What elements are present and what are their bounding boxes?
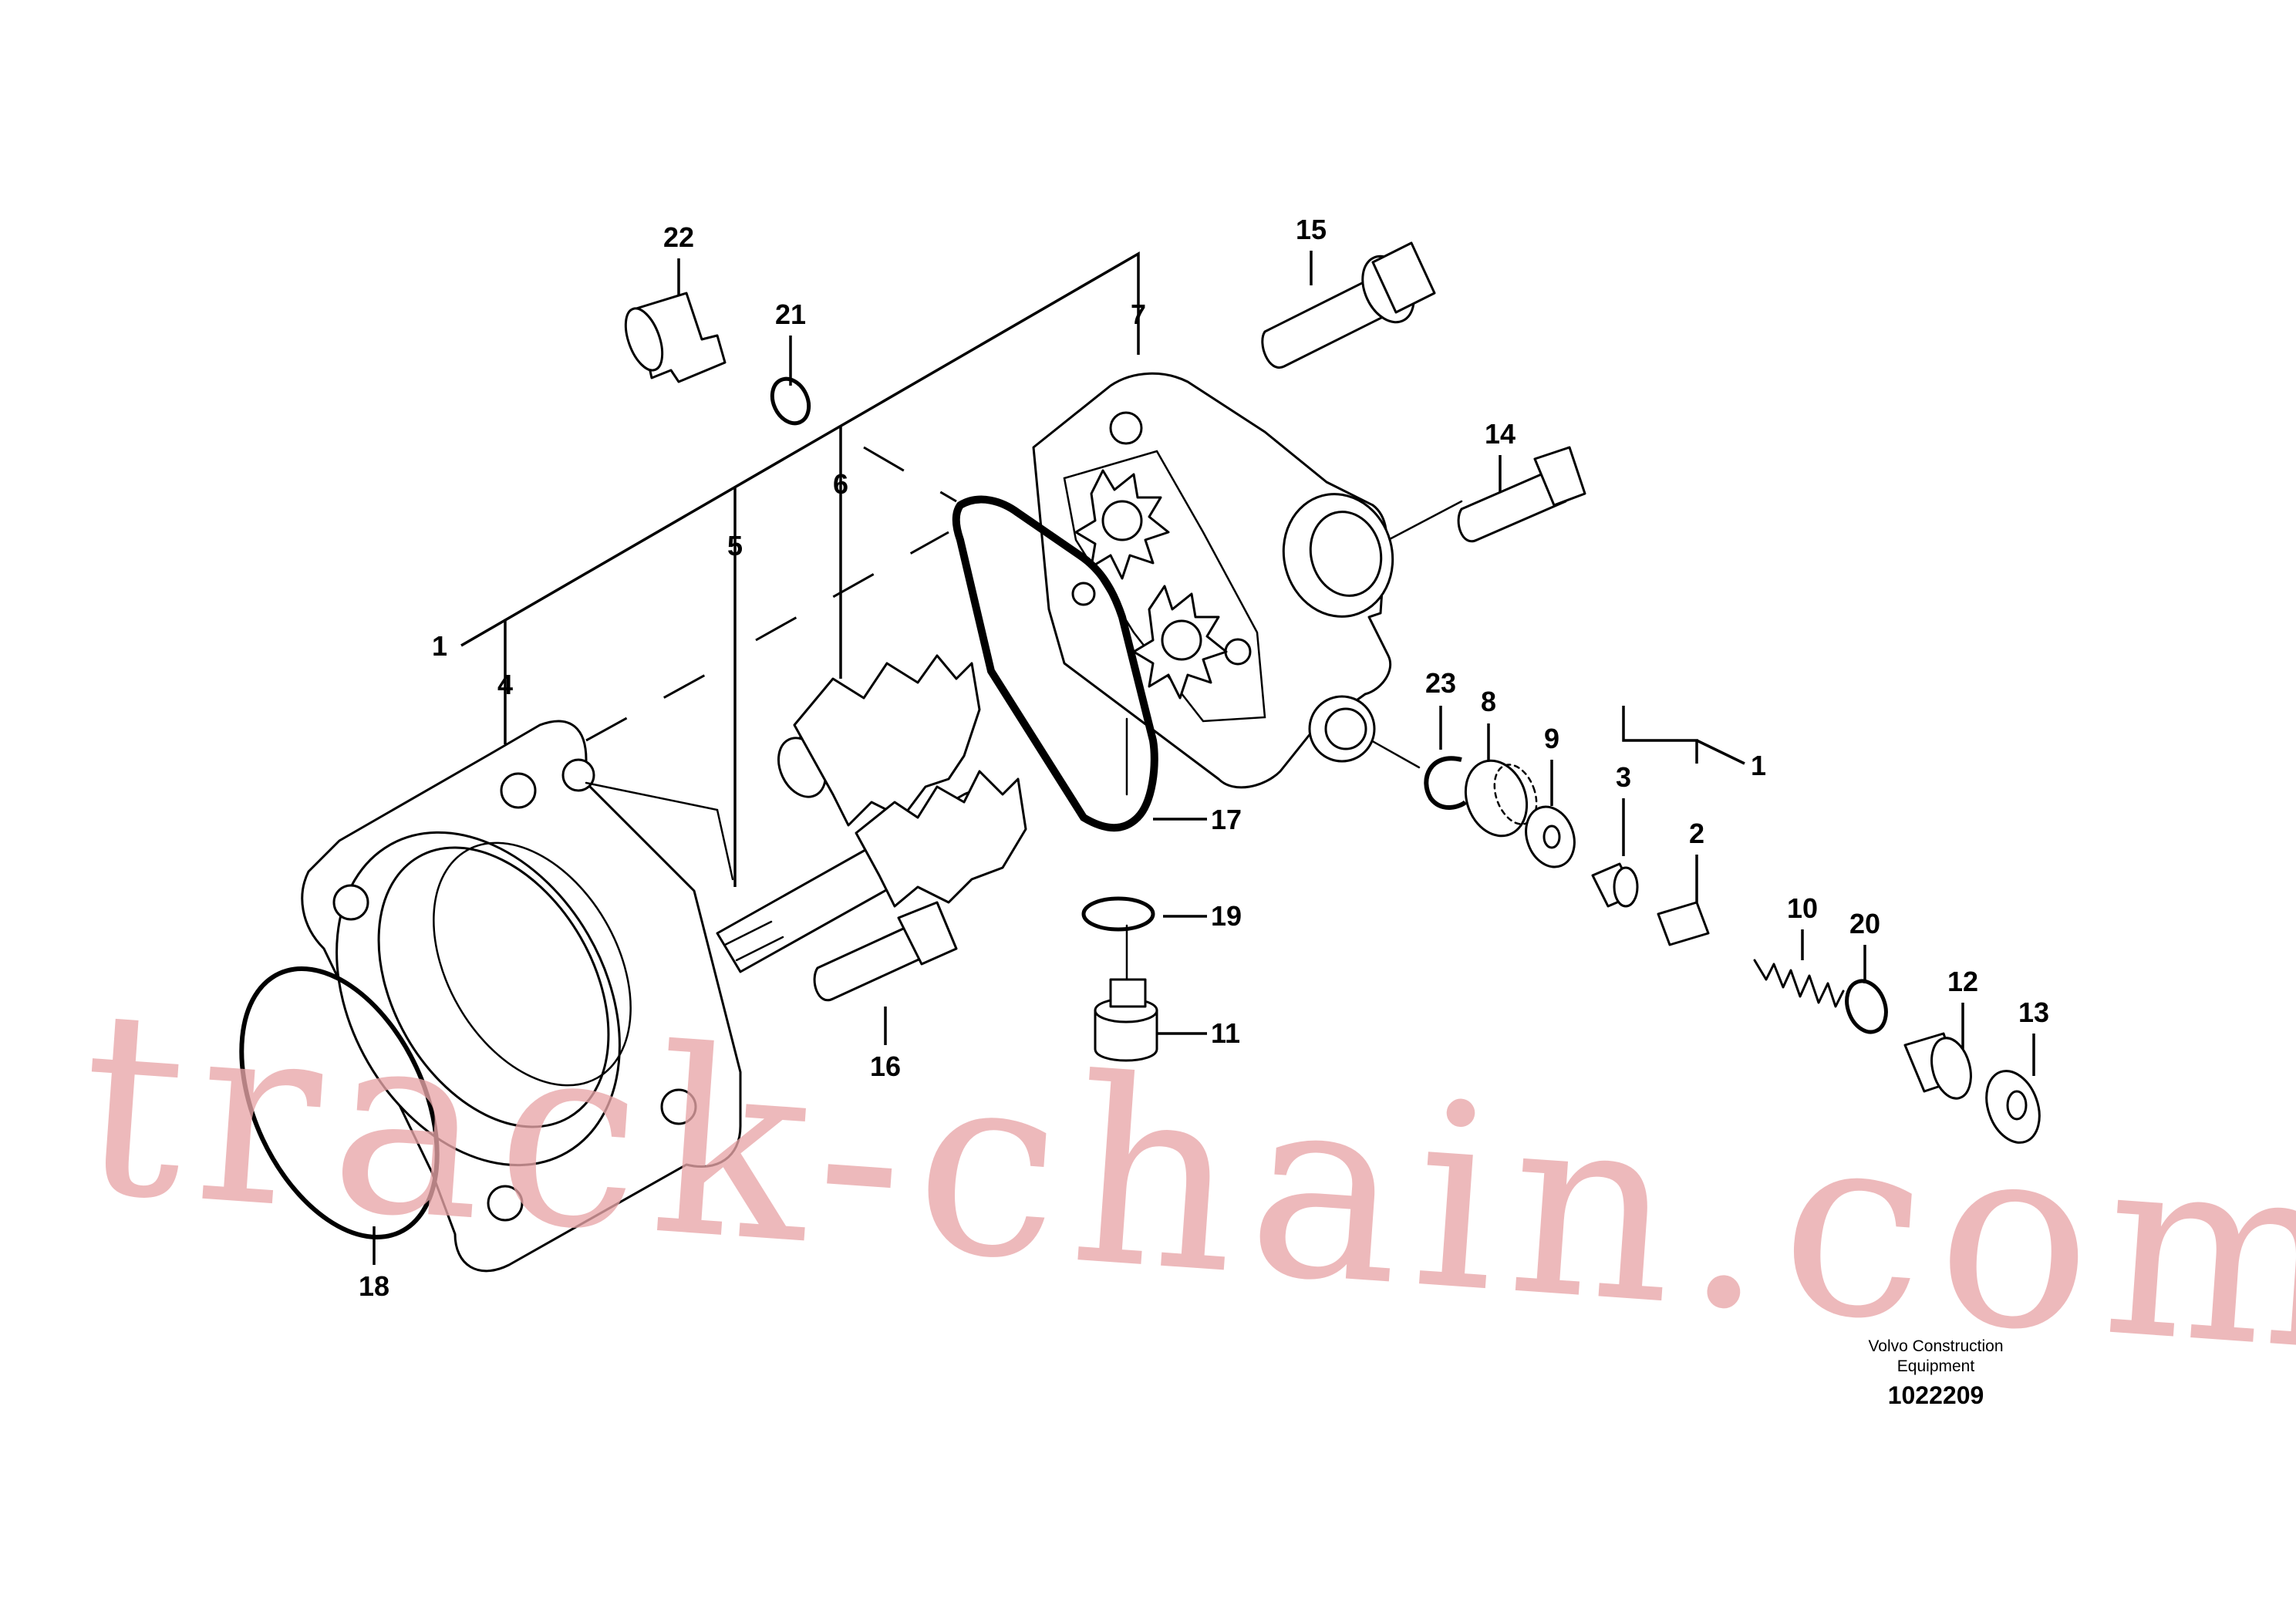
callout-13: 13 — [2018, 996, 2049, 1028]
callout-22: 22 — [663, 221, 694, 253]
callout-2: 2 — [1689, 818, 1704, 849]
spring-10 — [1753, 959, 1845, 1008]
callout-3: 3 — [1616, 761, 1631, 793]
bolt-16 — [813, 901, 958, 1002]
o-ring-18 — [239, 966, 440, 1239]
callout-19: 19 — [1211, 900, 1242, 932]
gear-shaft-6 — [777, 654, 981, 827]
pump-housing-4 — [301, 720, 742, 1273]
callout-17: 17 — [1211, 804, 1242, 835]
callout-labels: 1 4 5 6 7 22 21 15 14 17 19 11 16 18 23 … — [359, 214, 2049, 1302]
callout-4: 4 — [497, 669, 513, 700]
callout-21: 21 — [775, 298, 806, 330]
callout-12: 12 — [1947, 966, 1978, 997]
callout-23: 23 — [1425, 667, 1456, 699]
company-name-line2: Equipment — [1897, 1357, 1975, 1375]
callout-6: 6 — [833, 468, 848, 500]
callout-9: 9 — [1544, 723, 1559, 754]
callout-14: 14 — [1485, 418, 1515, 450]
filter-8 — [1464, 759, 1538, 838]
drawing-number: 1022209 — [1888, 1381, 1984, 1409]
sealing-washer-13 — [1985, 1070, 2041, 1144]
washer-9 — [1525, 805, 1576, 868]
bolt-15 — [1261, 241, 1436, 369]
gasket-17 — [952, 495, 1158, 832]
callout-18: 18 — [359, 1270, 389, 1302]
valve-cap-12 — [1903, 1032, 1972, 1100]
callout-20: 20 — [1849, 908, 1880, 939]
callout-7: 7 — [1131, 298, 1146, 330]
relief-valve-22 — [624, 292, 727, 383]
o-ring-21 — [770, 376, 811, 426]
callout-10: 10 — [1787, 892, 1818, 924]
callout-1: 1 — [432, 630, 447, 662]
callout-5: 5 — [727, 530, 743, 561]
pump-cover-7 — [1032, 372, 1394, 789]
company-name-line1: Volvo Construction — [1868, 1337, 2003, 1355]
bolt-14 — [1457, 446, 1586, 543]
gear-shaft-5 — [716, 770, 1027, 973]
plug-11 — [1094, 978, 1158, 1062]
drawing-info: Volvo Construction Equipment 1022209 — [1868, 1337, 2003, 1409]
valve-piston-2 — [1657, 901, 1710, 946]
valve-seat-3 — [1591, 862, 1639, 908]
o-ring-19 — [1081, 896, 1155, 932]
callout-15: 15 — [1296, 214, 1327, 245]
callout-11: 11 — [1211, 1017, 1240, 1049]
o-ring-20 — [1845, 979, 1888, 1034]
callout-8: 8 — [1481, 686, 1496, 717]
callout-1-valve: 1 — [1751, 750, 1766, 781]
leader-lines — [373, 251, 2035, 1265]
callout-16: 16 — [870, 1050, 901, 1082]
circlip-23 — [1424, 756, 1468, 810]
